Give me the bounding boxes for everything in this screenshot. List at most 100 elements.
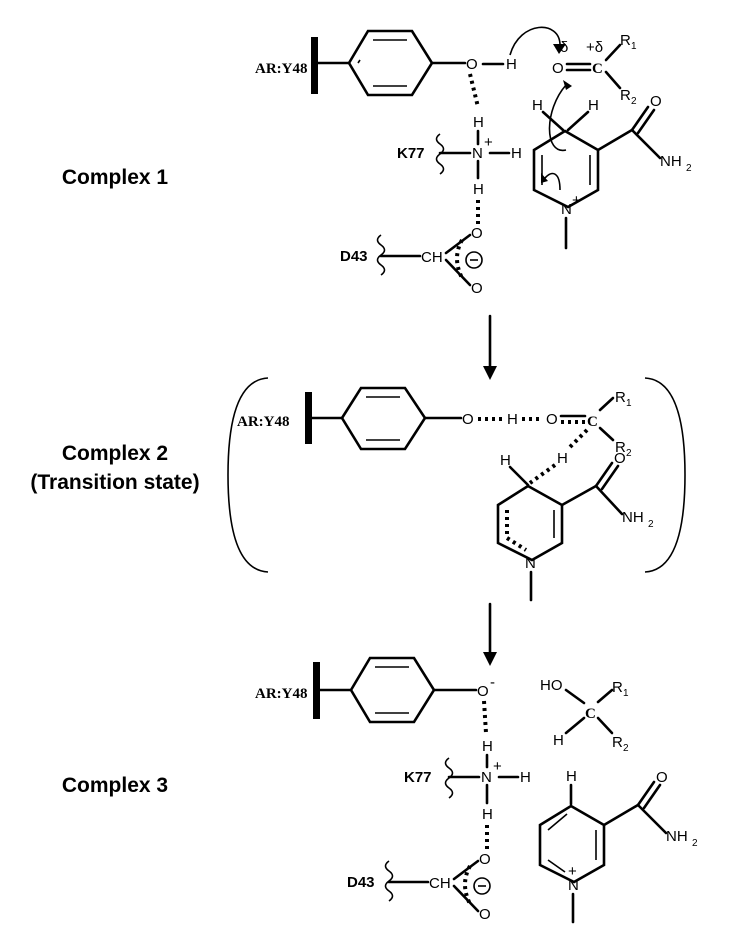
- c2-c-r2-bond: [598, 426, 615, 442]
- c3-d43-label: D43: [347, 874, 375, 891]
- c3-amide-o: O: [656, 769, 668, 786]
- c1-k77-squiggle: [435, 133, 445, 175]
- c2-y48-label: AR:Y48: [237, 414, 290, 430]
- c3-amide-co-2: [642, 783, 662, 810]
- c3-nadp-double-3: [547, 859, 566, 873]
- complex2-label-line1: Complex 2: [61, 442, 169, 465]
- c1-d43-delocal: [455, 239, 464, 279]
- c3-amide-co-1: [636, 780, 656, 807]
- c2-h-transfer: H: [507, 411, 518, 428]
- complex1-group: AR:Y48 O H H N + H K77: [255, 26, 692, 297]
- c2-r1-sub: 1: [626, 398, 632, 409]
- c2-ring-h-bond: [508, 465, 530, 487]
- c3-ho-c-bond: [564, 688, 586, 705]
- c1-k77-n: N: [472, 145, 483, 162]
- c1-r2-sub: 2: [631, 96, 637, 107]
- c3-r1-sub: 1: [623, 688, 629, 699]
- c3-d43-bond-o2: [452, 884, 480, 913]
- c3-amide-sub: 2: [692, 838, 698, 849]
- c1-nadph-bond-h1: [541, 110, 565, 132]
- c2-nadph-ring: [496, 484, 564, 562]
- arrow-2-head: [483, 652, 497, 666]
- c2-bracket-right: [644, 377, 686, 573]
- c1-amide-cn: [630, 128, 662, 160]
- c1-r2: R: [620, 87, 631, 104]
- c3-k77-plus: +: [493, 758, 502, 775]
- c3-alcohol-ho: HO: [540, 677, 563, 694]
- c1-amide-sub: 2: [686, 163, 692, 174]
- c3-d43-ch: CH: [429, 875, 451, 892]
- c1-d43-ch: CH: [421, 249, 443, 266]
- c2-amide-sub: 2: [648, 519, 654, 530]
- c1-r1: R: [620, 32, 631, 49]
- c2-c-r1-bond: [598, 396, 615, 412]
- c1-hydrogen-y48: H: [506, 56, 517, 73]
- c3-c-r1-bond: [596, 688, 614, 704]
- c1-amide-bond: [596, 128, 634, 152]
- c1-nadph-n-plus: +: [572, 192, 581, 209]
- c3-k77-label: K77: [404, 769, 432, 786]
- c3-d43-o1: O: [479, 851, 491, 868]
- c3-c-r2-bond: [596, 716, 614, 735]
- c1-ring-tick: [357, 59, 361, 64]
- c1-c-r2-bond: [604, 70, 622, 90]
- c1-nadph-h1: H: [532, 97, 543, 114]
- c3-c-h-bond: [564, 716, 586, 735]
- c3-y48-bar: [313, 662, 320, 719]
- c3-d43-delocal: [463, 865, 472, 905]
- c3-k77-h-top: H: [482, 738, 493, 755]
- c3-amide-cn: [636, 803, 668, 835]
- c1-carbonyl-o: O: [552, 60, 564, 77]
- c2-r1: R: [615, 389, 626, 406]
- c3-hbond-y48-k77: [482, 700, 488, 734]
- c1-d43-label: D43: [340, 248, 368, 265]
- c3-d43-bond-o1: [452, 859, 480, 881]
- c3-amide-nh: NH: [666, 828, 688, 845]
- c1-nadph-h2: H: [588, 97, 599, 114]
- c1-k77-h-right: H: [511, 145, 522, 162]
- c2-phenol-o: O: [462, 411, 474, 428]
- c2-amide-bond: [560, 484, 598, 507]
- c2-amide-nh: NH: [622, 509, 644, 526]
- c3-nadp-h: H: [566, 768, 577, 785]
- c1-nadph-bond-h2: [566, 110, 590, 132]
- c3-k77-n: N: [481, 769, 492, 786]
- c3-phenolate-o: O: [477, 683, 489, 700]
- c1-arrow-hydride: [548, 84, 567, 151]
- c3-nadp-n: N: [568, 877, 579, 894]
- c2-hydride: H: [557, 450, 568, 467]
- c1-amide-o: O: [650, 93, 662, 110]
- complex3-group: AR:Y48 O - H N + H K77 H D43 CH: [255, 656, 698, 924]
- c2-r2: R: [615, 439, 626, 456]
- c1-y48-bar: [311, 37, 318, 94]
- c3-d43-o2: O: [479, 906, 491, 923]
- c2-ring-h: H: [500, 452, 511, 469]
- c1-amide-co-1: [630, 105, 650, 132]
- c1-amide-nh: NH: [660, 153, 682, 170]
- c2-amide-o: O: [614, 450, 626, 467]
- c3-alcohol-c: C: [585, 706, 596, 722]
- c1-y48-label: AR:Y48: [255, 61, 308, 77]
- c1-d43-bond-o2: [444, 258, 472, 287]
- complex2-group: AR:Y48 O H O C R 1 R 2 H H: [227, 377, 686, 602]
- c1-d43-bond-o1: [444, 233, 472, 255]
- c1-nadph-n: N: [561, 201, 572, 218]
- c1-k77-plus: +: [484, 134, 493, 151]
- c2-amide-cn: [594, 484, 624, 516]
- c1-arrow-oh: [509, 26, 561, 56]
- c1-k77-label: K77: [397, 145, 425, 162]
- c3-r2: R: [612, 734, 623, 751]
- c2-hbond-c-h: [567, 428, 589, 450]
- c2-ring-partial: [505, 510, 528, 552]
- c3-r2-sub: 2: [623, 743, 629, 754]
- c1-d43-minus-circle: [465, 251, 483, 269]
- c1-carbonyl-c: C: [592, 61, 603, 77]
- c1-nadph-ring: [532, 129, 600, 209]
- c1-d43-o1: O: [471, 225, 483, 242]
- c1-delta-minus: -δ: [555, 39, 568, 56]
- c3-r1: R: [612, 679, 623, 696]
- c1-k77-h-top: H: [473, 114, 484, 131]
- c1-arrow-oh-head: [553, 44, 566, 54]
- c1-delta-plus: +δ: [586, 39, 603, 56]
- c1-r1-sub: 1: [631, 41, 637, 52]
